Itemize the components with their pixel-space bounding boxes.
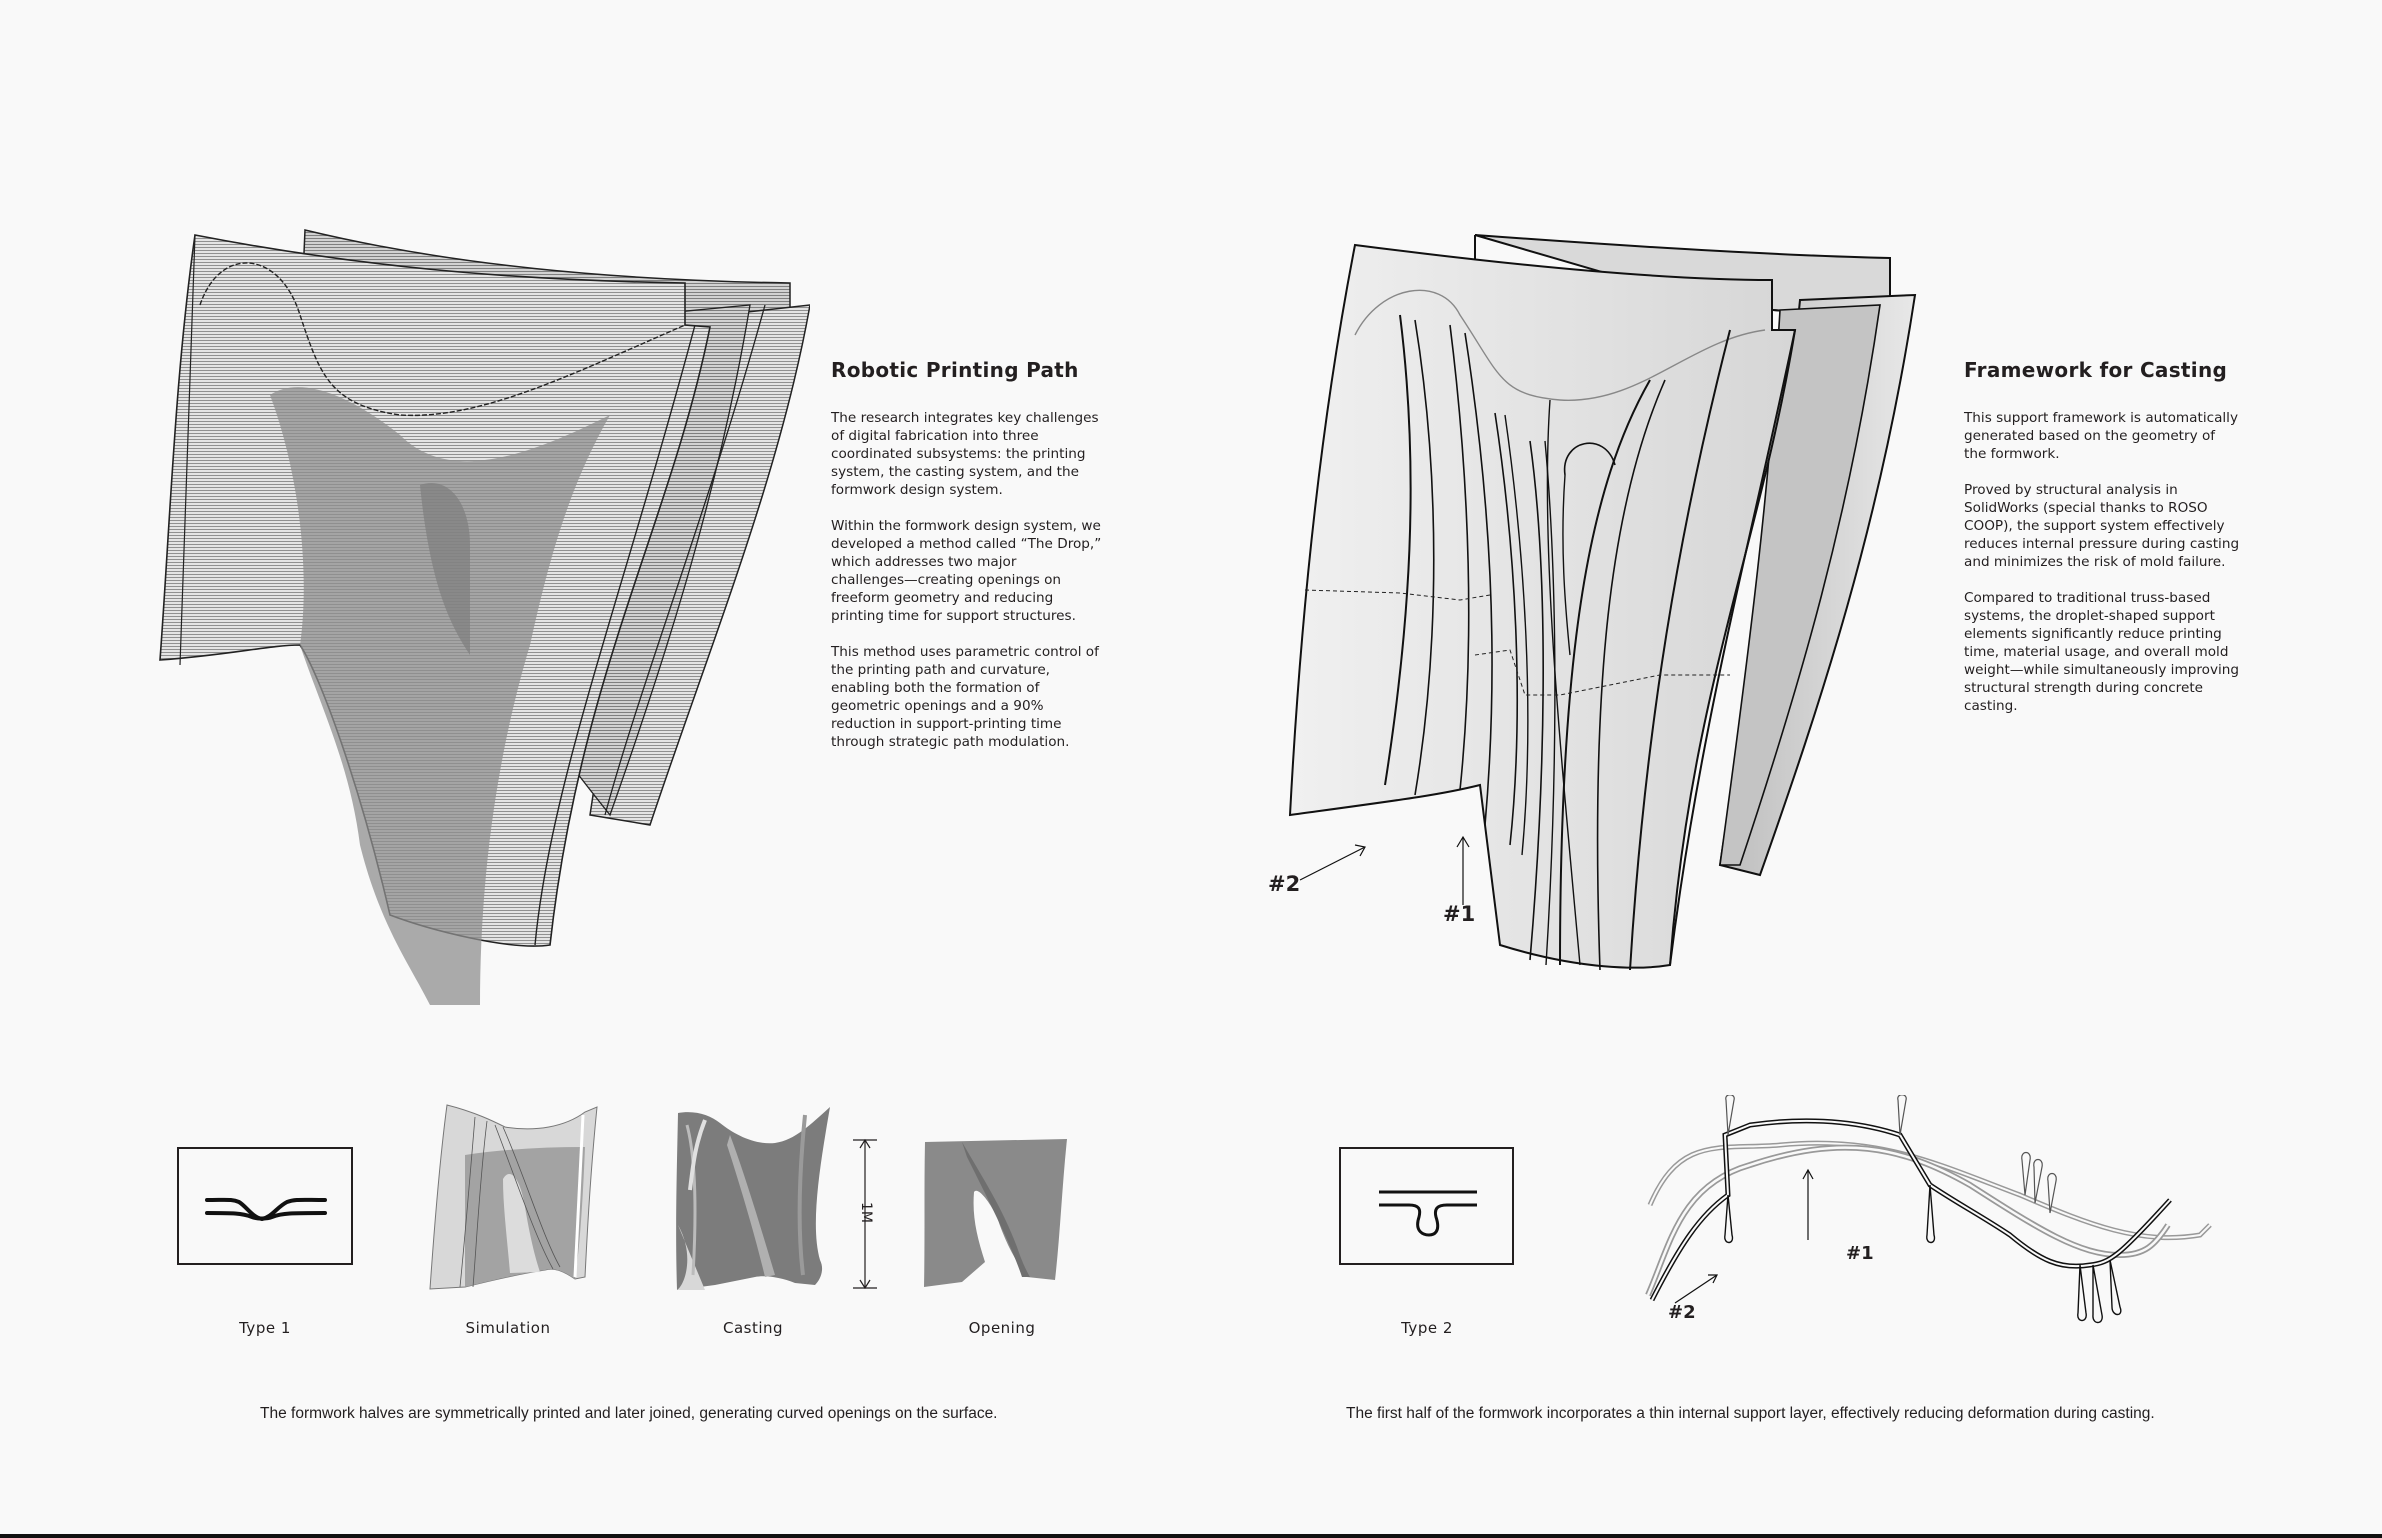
paragraph: This support framework is automatically … (1964, 410, 2238, 462)
opening-photo (922, 1137, 1072, 1292)
marker-1-label: #1 (1443, 902, 1476, 926)
paragraph: Within the formwork design system, we de… (831, 518, 1102, 624)
plan-marker-2: #2 (1668, 1302, 1696, 1323)
paragraph: Compared to traditional truss-based syst… (1964, 590, 2240, 714)
section-title-printing-path: Robotic Printing Path (831, 358, 1079, 382)
printing-path-description: The research integrates key challenges o… (831, 409, 1131, 769)
section-title-casting-framework: Framework for Casting (1964, 358, 2228, 382)
right-figure-caption: The first half of the formwork incorpora… (1346, 1405, 2155, 1422)
type-2-label: Type 2 (1401, 1319, 1453, 1337)
marker-2-label: #2 (1268, 872, 1301, 896)
type-1-profile-icon (177, 1147, 353, 1265)
type-1-diagram (177, 1147, 353, 1265)
casting-framework-illustration (1288, 234, 1917, 971)
bottom-border (0, 1534, 2382, 1538)
paragraph: This method uses parametric control of t… (831, 644, 1099, 750)
casting-label: Casting (722, 1319, 784, 1337)
plan-marker-1: #1 (1846, 1243, 1874, 1264)
dimension-arrow-icon (853, 1138, 877, 1290)
simulation-render (425, 1097, 605, 1297)
printing-path-illustration (159, 229, 810, 1005)
type-1-label: Type 1 (239, 1319, 291, 1337)
type-2-droplet-profile-icon (1339, 1147, 1514, 1265)
type-2-diagram (1339, 1147, 1514, 1265)
plan-section-illustration (1645, 1095, 2212, 1324)
left-figure-caption: The formwork halves are symmetrically pr… (260, 1405, 998, 1422)
casting-framework-description: This support framework is automatically … (1964, 409, 2264, 733)
casting-photo-illustration (676, 1107, 830, 1290)
paragraph: The research integrates key challenges o… (831, 410, 1099, 498)
opening-label: Opening (968, 1319, 1036, 1337)
dimension-indicator (850, 1138, 880, 1290)
simulation-illustration (429, 1104, 598, 1290)
paragraph: Proved by structural analysis in SolidWo… (1964, 482, 2240, 570)
droplet-support-plan (1640, 1095, 2230, 1335)
simulation-label: Simulation (465, 1319, 551, 1337)
casting-photo (675, 1105, 835, 1295)
printing-path-render (150, 225, 810, 1005)
dimension-label: 1M (858, 1202, 874, 1223)
casting-framework-render (1260, 225, 1920, 985)
opening-photo-illustration (924, 1139, 1067, 1287)
